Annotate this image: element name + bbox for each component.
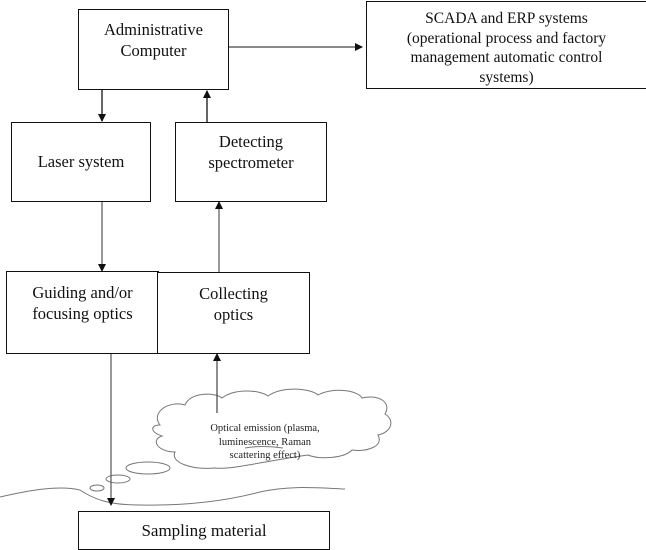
node-label: spectrometer [208,153,294,172]
node-detecting-spectrometer: Detecting spectrometer [175,122,327,202]
node-scada-erp: SCADA and ERP systems (operational proce… [366,1,646,89]
node-label: systems) [479,68,534,86]
node-label: Laser system [37,152,125,171]
node-label: scattering effect) [229,450,301,461]
node-collecting-optics: Collecting optics [157,272,310,354]
node-label: Guiding and/or [32,283,133,302]
node-label: focusing optics [32,304,133,323]
node-laser-system: Laser system [11,122,151,202]
emission-cloud [152,388,392,469]
node-label: Optical emission (plasma, [210,423,320,434]
surface-line [0,487,346,506]
node-label: Detecting [218,132,284,151]
bubble-small [89,484,105,492]
node-label: management automatic control [410,49,603,66]
node-label: luminescence, Raman [218,436,312,448]
node-label: Sampling material [141,521,267,540]
bubble-medium [105,474,131,484]
node-label: (operational process and factory [406,29,607,47]
node-guiding-focusing-optics: Guiding and/or focusing optics [6,271,159,354]
bubble-large [125,461,171,475]
node-label: SCADA and ERP systems [425,10,588,27]
node-label: Computer [120,41,187,60]
cloud-detail-line [244,446,284,449]
node-optical-emission: Optical emission (plasma, luminescence, … [195,422,335,463]
node-label: optics [213,305,254,324]
node-administrative-computer: Administrative Computer [78,9,229,90]
node-label: Collecting [199,284,268,303]
node-label: Administrative [104,20,203,39]
node-sampling-material: Sampling material [78,511,330,550]
